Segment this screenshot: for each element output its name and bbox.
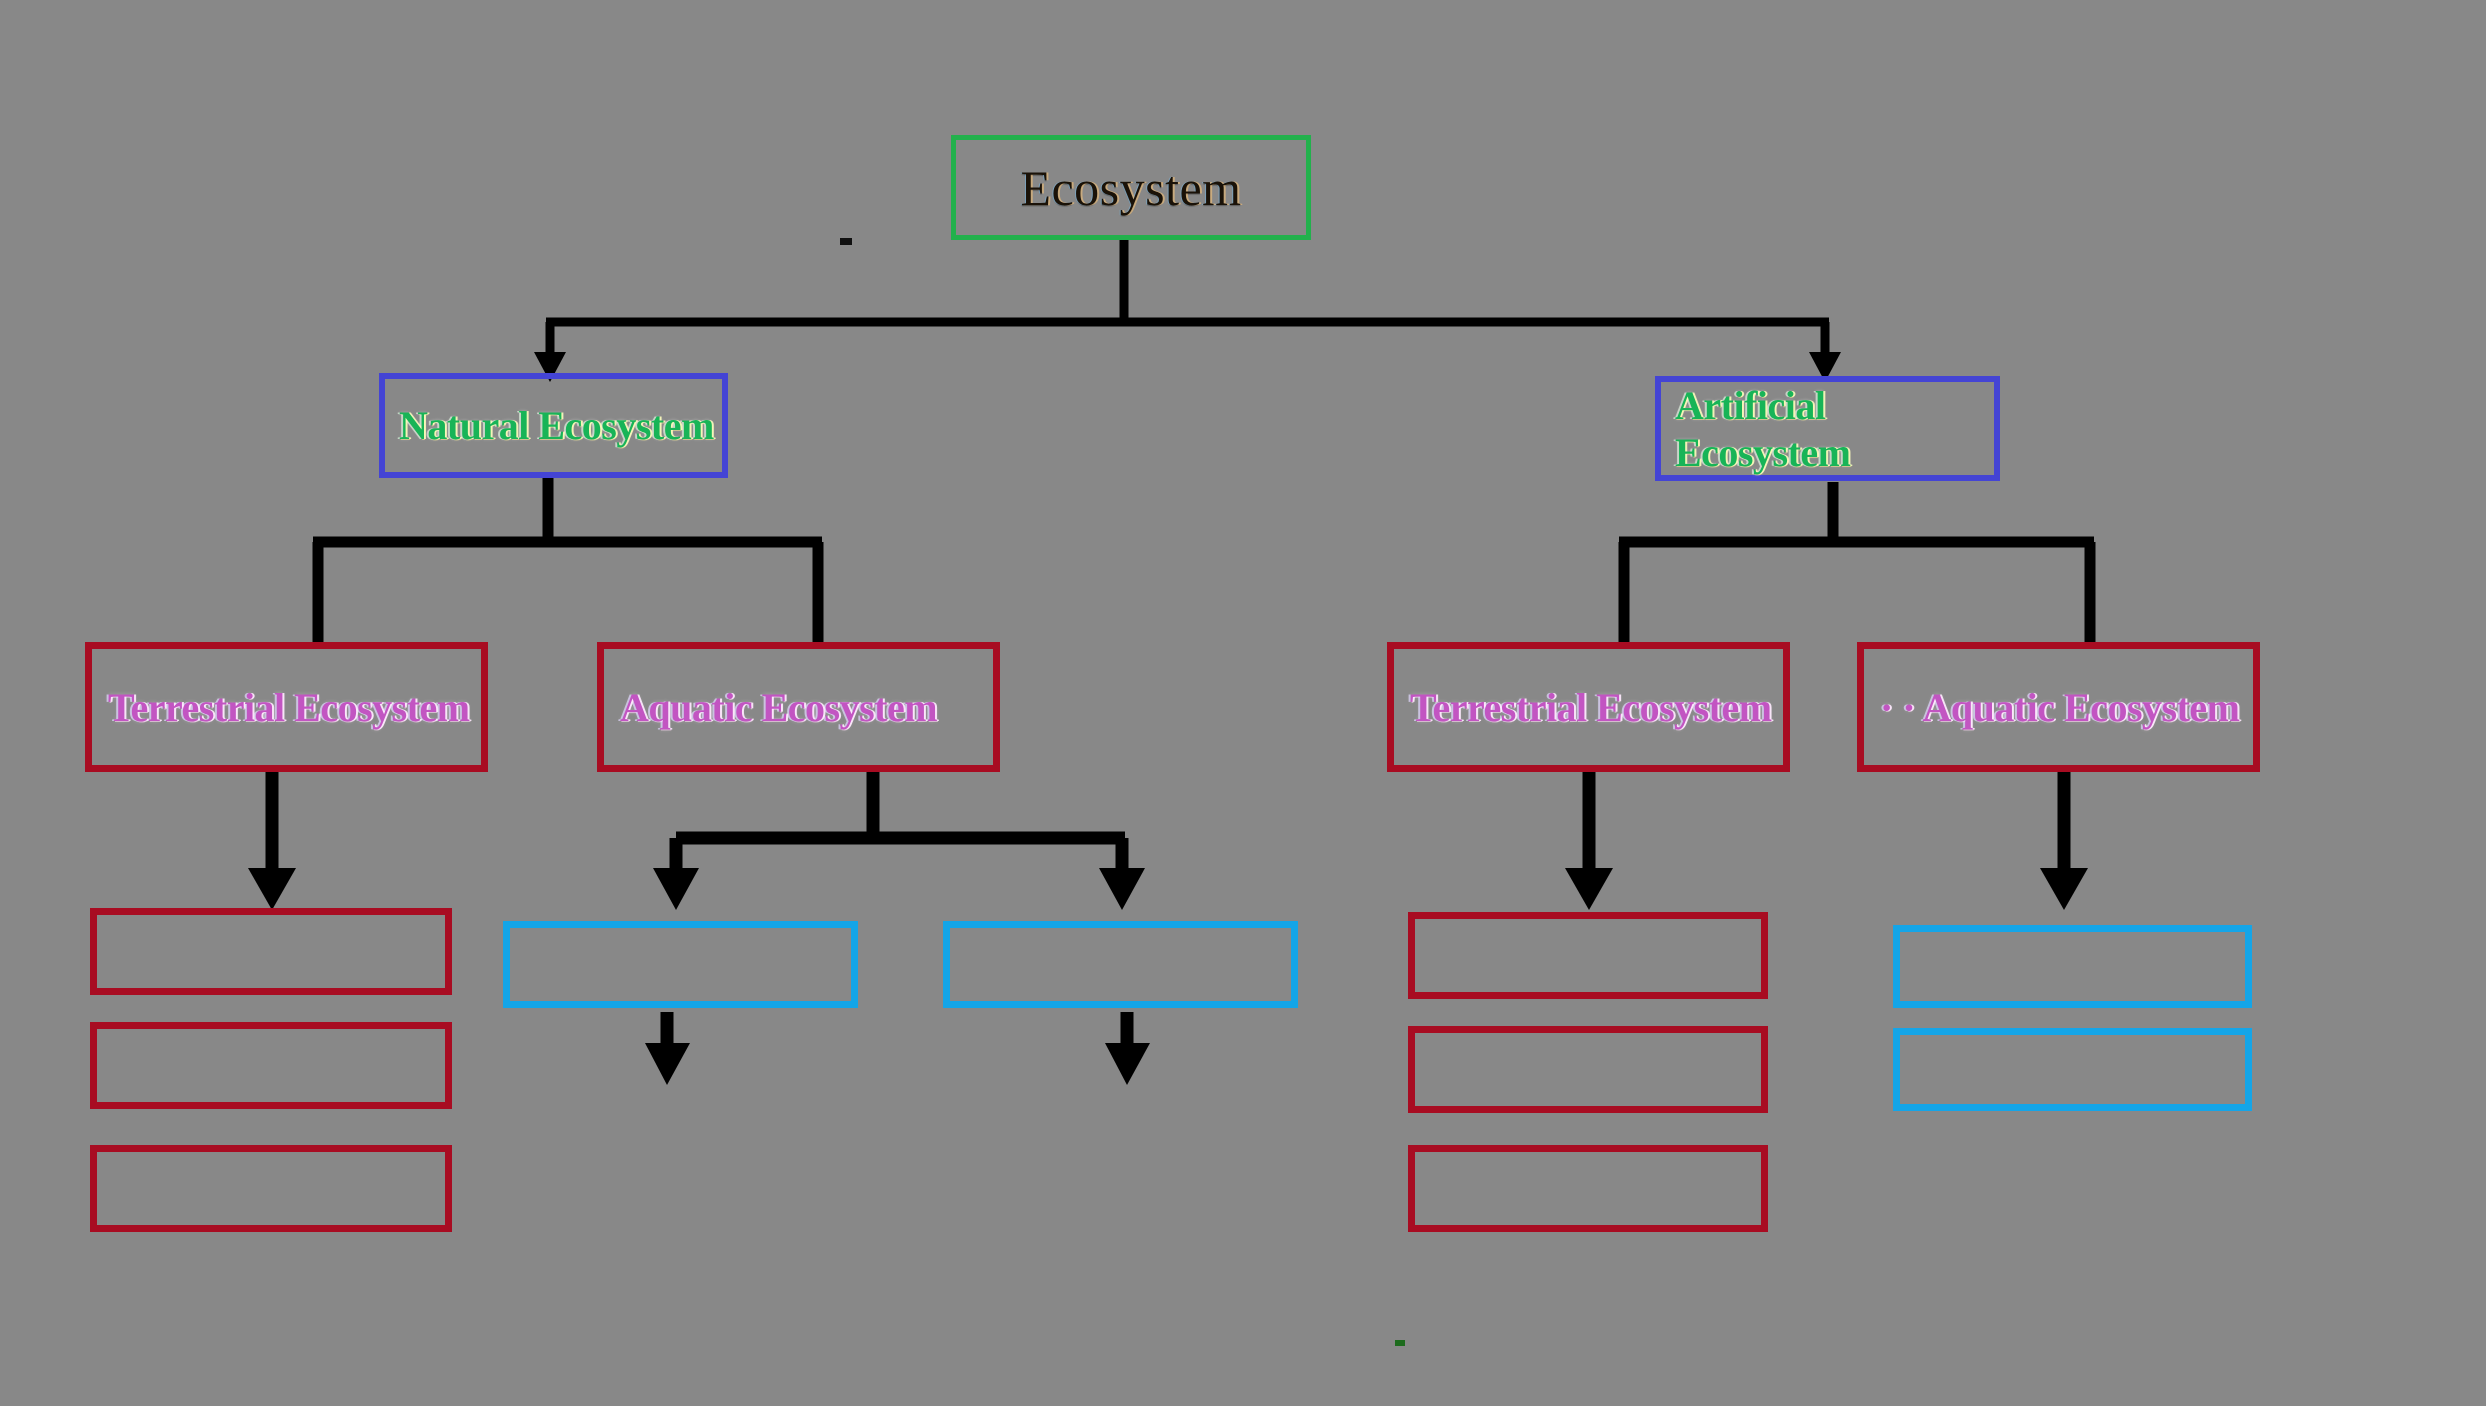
node-natural-ecosystem-label: Natural Ecosystem xyxy=(399,403,714,448)
node-terrestrial-ecosystem-artificial[interactable]: Terrestrial Ecosystem xyxy=(1387,642,1790,772)
leaf-box-aquatic-artificial-2[interactable] xyxy=(1893,1028,2252,1111)
connector-terrestrial-left-to-leaf xyxy=(248,772,296,910)
node-terrestrial-ecosystem-natural-label: Terrestrial Ecosystem xyxy=(108,684,470,730)
connector-terrestrial-right-to-leaf xyxy=(1565,772,1613,910)
node-artificial-ecosystem-label: Artificial Ecosystem xyxy=(1675,382,1851,475)
leaf-box-aquatic-artificial-1[interactable] xyxy=(1893,925,2252,1008)
leaf-box-aquatic-natural-2[interactable] xyxy=(943,921,1298,1008)
node-aquatic-ecosystem-natural-label: Aquatic Ecosystem xyxy=(620,684,938,730)
leaf-box-terrestrial-artificial-3[interactable] xyxy=(1408,1145,1768,1232)
connector-dangling-cyan-right xyxy=(1105,1012,1150,1085)
connector-aquatic-right-to-leaf xyxy=(2040,772,2088,910)
connector-aquatic-left-to-leaves xyxy=(653,772,1145,910)
node-aquatic-ecosystem-natural[interactable]: Aquatic Ecosystem xyxy=(597,642,1000,772)
node-aquatic-ecosystem-artificial-label: · · Aquatic Ecosystem xyxy=(1880,684,2240,730)
node-ecosystem-label: Ecosystem xyxy=(1020,159,1242,216)
node-ecosystem[interactable]: Ecosystem xyxy=(951,135,1311,240)
leaf-box-terrestrial-artificial-1[interactable] xyxy=(1408,912,1768,999)
node-natural-ecosystem[interactable]: Natural Ecosystem xyxy=(379,373,728,478)
node-artificial-ecosystem[interactable]: Artificial Ecosystem xyxy=(1655,376,2000,481)
node-terrestrial-ecosystem-artificial-label: Terrestrial Ecosystem xyxy=(1410,684,1772,730)
leaf-box-terrestrial-natural-3[interactable] xyxy=(90,1145,452,1232)
connector-root-to-level2 xyxy=(534,240,1841,382)
node-terrestrial-ecosystem-natural[interactable]: Terrestrial Ecosystem xyxy=(85,642,488,772)
leaf-box-aquatic-natural-1[interactable] xyxy=(503,921,858,1008)
connector-artificial-to-children xyxy=(1618,482,2096,645)
connector-dangling-cyan-left xyxy=(645,1012,690,1085)
stray-mark-top xyxy=(840,238,852,245)
leaf-box-terrestrial-natural-1[interactable] xyxy=(90,908,452,995)
connector-natural-to-children xyxy=(312,478,824,645)
leaf-box-terrestrial-natural-2[interactable] xyxy=(90,1022,452,1109)
stray-mark-bottom xyxy=(1395,1340,1405,1346)
node-aquatic-ecosystem-artificial[interactable]: · · Aquatic Ecosystem xyxy=(1857,642,2260,772)
leaf-box-terrestrial-artificial-2[interactable] xyxy=(1408,1026,1768,1113)
